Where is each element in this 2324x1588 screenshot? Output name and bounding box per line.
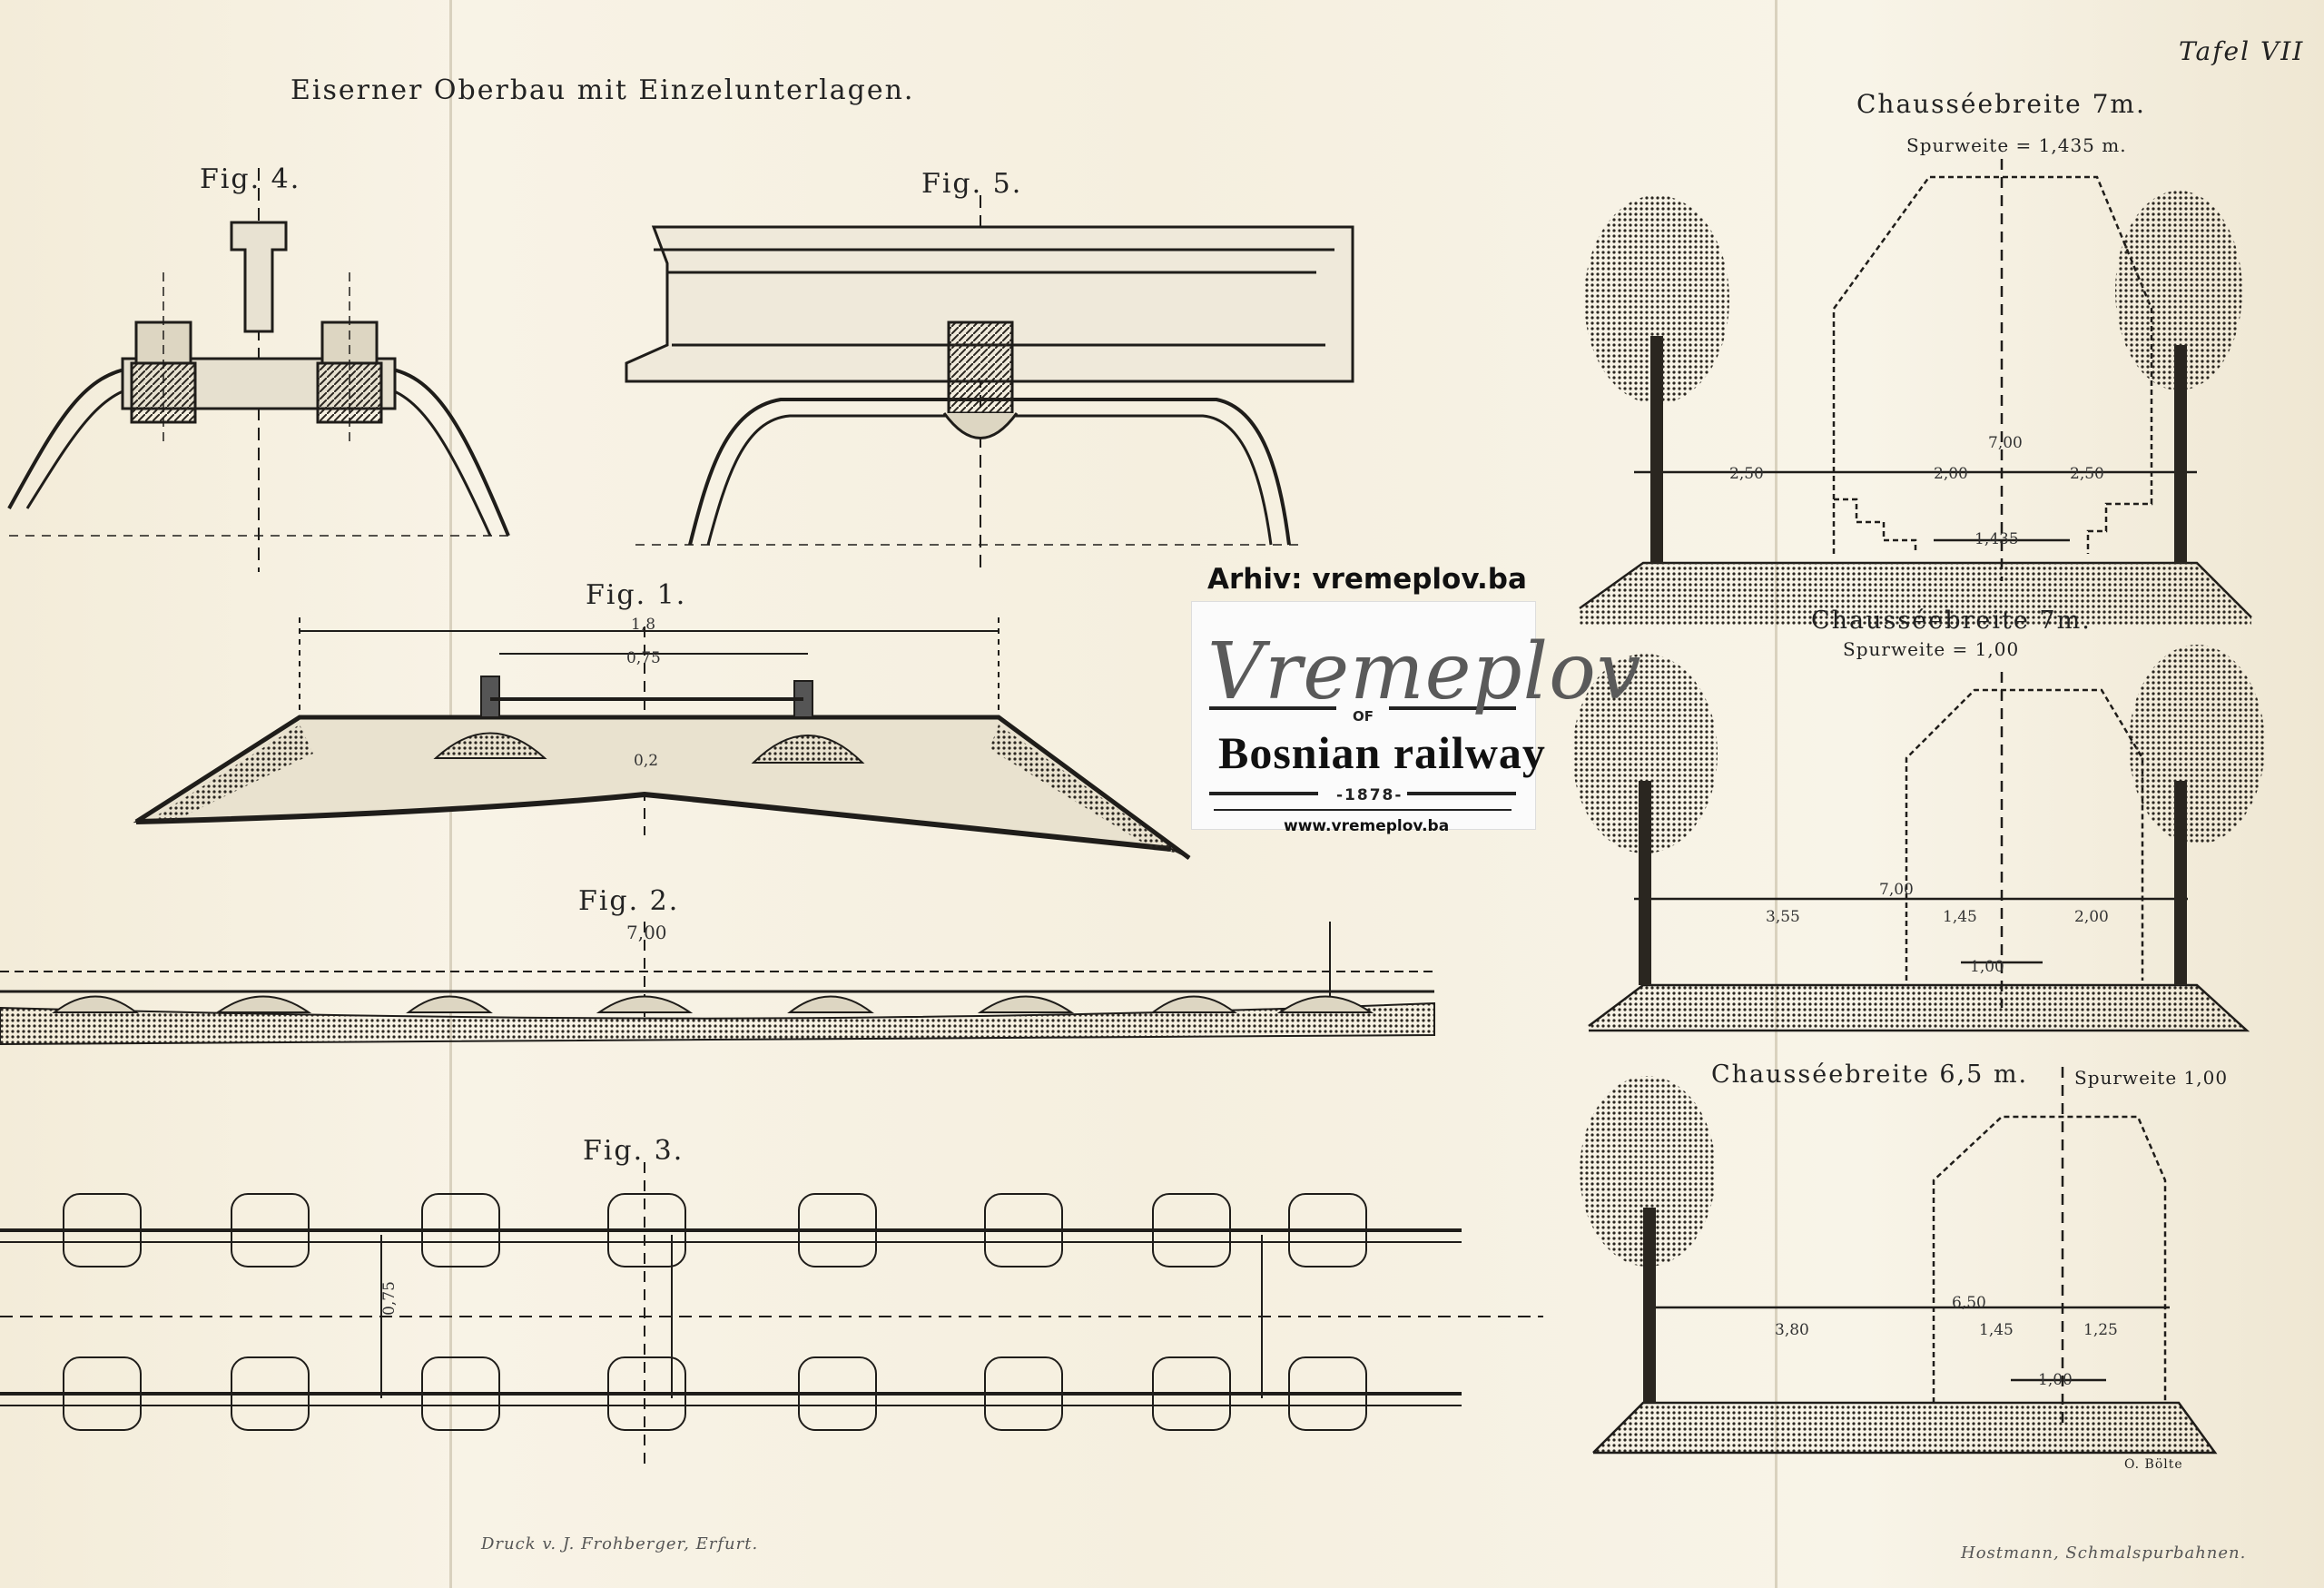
section1-total: 7,00: [1988, 434, 2023, 452]
fig4-label: Fig. 4.: [200, 163, 301, 195]
fig4-rail-section: [7, 168, 510, 572]
section3-total: 6,50: [1952, 1294, 1986, 1312]
watermark-bosnian-railway: Bosnian railway: [1218, 727, 1546, 778]
plate-label: Tafel VII: [2179, 36, 2305, 66]
tree: [1572, 645, 2265, 985]
watermark-year: -1878-: [1336, 786, 1403, 804]
watermark-vremeplov: Vremeplov: [1207, 626, 1642, 717]
section2-title: Chausséebreite 7m.: [1811, 607, 2092, 635]
fig2-longitudinal: [0, 922, 1435, 1046]
section3-left: 3,80: [1775, 1321, 1809, 1339]
section1-right: 2,50: [2070, 465, 2104, 483]
section2-gauge: Spurweite = 1,00: [1843, 638, 2020, 660]
section2-mid: 1,45: [1943, 908, 1977, 926]
fig1-ballast-section: [133, 617, 1191, 861]
fig1-dim-track: 0,75: [626, 649, 661, 667]
section3-gauge: Spurweite 1,00: [2074, 1067, 2229, 1089]
fig2-dim-length: 7,00: [626, 922, 667, 943]
tree: [1584, 191, 2242, 563]
section1-left: 2,50: [1729, 465, 1764, 483]
section3-right: 1,25: [2083, 1321, 2118, 1339]
printer-credit: Druck v. J. Frohberger, Erfurt.: [481, 1534, 759, 1553]
fig5-label: Fig. 5.: [921, 168, 1023, 200]
watermark-archive: Arhiv: vremeplov.ba: [1207, 563, 1527, 596]
fig1-label: Fig. 1.: [586, 579, 687, 611]
fig2-label: Fig. 2.: [578, 885, 680, 917]
section1-track: 1,435: [1974, 530, 2019, 548]
fig3-label: Fig. 3.: [583, 1135, 684, 1167]
watermark-url: www.vremeplov.ba: [1284, 817, 1450, 835]
engraver-credit: O. Bölte: [2124, 1457, 2183, 1472]
section2-right: 2,00: [2074, 908, 2109, 926]
section3-track: 1,00: [2038, 1371, 2073, 1389]
fig3-dim-gauge: 0,75: [379, 1281, 399, 1316]
road-section-3: [1580, 1067, 2218, 1455]
source-credit: Hostmann, Schmalspurbahnen.: [1961, 1544, 2247, 1563]
road-section-1: [1579, 159, 2252, 626]
section2-track: 1,00: [1970, 958, 2004, 976]
section2-left: 3,55: [1766, 908, 1800, 926]
fig3-plates: [63, 1193, 1367, 1431]
road-section-2: [1572, 645, 2265, 1032]
fig1-dim-depth: 0,2: [634, 752, 659, 770]
section2-total: 7,00: [1879, 881, 1914, 899]
fold-line: [1775, 0, 1777, 1588]
fig1-dim-width: 1,8: [631, 616, 656, 634]
sheet-title: Eiserner Oberbau mit Einzelunterlagen.: [290, 74, 915, 106]
tree: [1580, 1076, 1716, 1403]
watermark-logo-lines: [1209, 706, 1516, 811]
fig5-rail-side: [625, 195, 1354, 567]
section1-title: Chausséebreite 7m.: [1856, 89, 2146, 119]
fig3-plan-view: [0, 1162, 1543, 1471]
section3-mid: 1,45: [1979, 1321, 2014, 1339]
section1-gauge: Spurweite = 1,435 m.: [1906, 134, 2127, 156]
section3-title: Chausséebreite 6,5 m.: [1711, 1060, 2029, 1089]
section1-mid: 2,00: [1934, 465, 1968, 483]
watermark-of: OF: [1353, 708, 1374, 725]
fig2-plates: [52, 995, 1374, 1013]
